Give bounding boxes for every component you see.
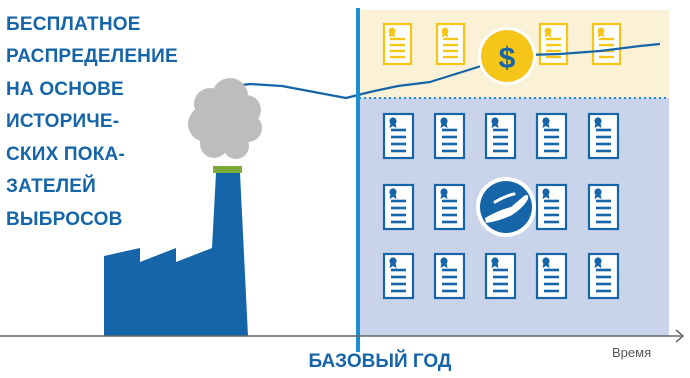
certificate-icon [587,112,620,160]
title-line: ИСТОРИЧЕ- [6,111,120,132]
certificate-icon [382,112,415,160]
title-line: НА ОСНОВЕ [6,79,124,100]
svg-text:$: $ [499,42,516,75]
certificate-icon [535,183,568,231]
title-line: СКИХ ПОКА- [6,144,126,165]
title-line: БЕСПЛАТНОЕ [6,14,141,35]
time-axis-label: Время [612,345,652,360]
certificate-icon [382,252,415,300]
certificate-icon [591,22,622,66]
emissions-trend-line [225,42,661,100]
certificate-icon [535,252,568,300]
certificate-icon [433,252,466,300]
base-year-label: БАЗОВЫЙ ГОД [308,351,452,372]
certificate-icon [382,22,413,66]
certificate-icon [538,22,569,66]
dollar-coin-icon: $ [478,27,536,85]
title-line: ЗАТЕЛЕЙ [6,176,97,197]
certificate-icon [587,183,620,231]
title-line: ВЫБРОСОВ [6,209,123,230]
factory-icon [104,166,248,336]
hand-icon [476,177,536,237]
certificate-icon [433,183,466,231]
certificate-icon [484,112,517,160]
time-axis [0,329,685,343]
title-line: РАСПРЕДЕЛЕНИЕ [6,46,178,67]
smoke-cloud-icon [188,78,262,159]
certificate-icon [382,183,415,231]
certificate-icon [535,112,568,160]
certificate-icon [435,22,466,66]
certificate-icon [433,112,466,160]
certificate-icon [484,252,517,300]
certificate-icon [587,252,620,300]
